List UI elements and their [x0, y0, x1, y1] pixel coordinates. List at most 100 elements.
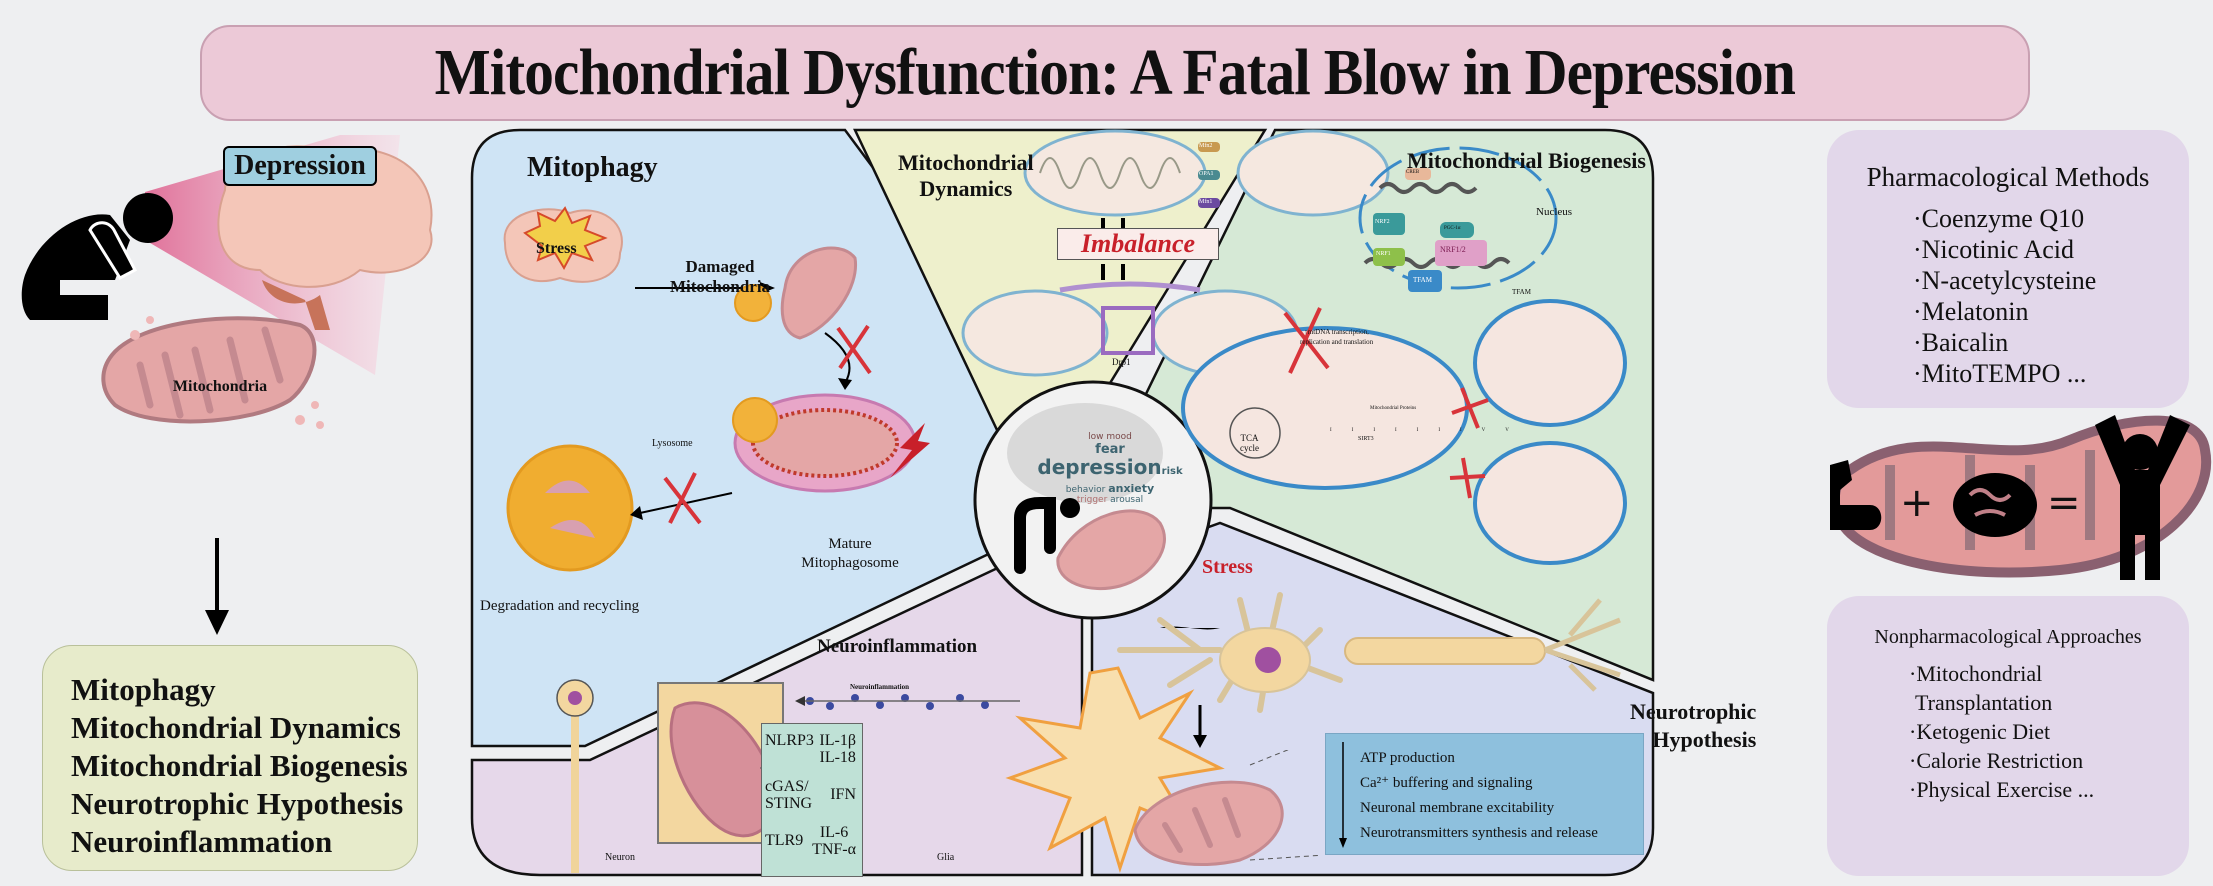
damaged-mito-arrow-label: Damaged Mitochondria — [660, 257, 780, 297]
tca-line: cycle — [1240, 443, 1259, 453]
mitophagosome-label-line: Mitophagosome — [801, 555, 899, 571]
degradation-lysosome-icon — [506, 444, 634, 572]
mitochondria-label: Mitochondria — [172, 378, 268, 395]
neurotrophic-title: Neurotrophic Hypothesis — [1630, 698, 1756, 754]
word: fear — [1095, 442, 1125, 457]
imbalance-box: Imbalance — [1057, 228, 1219, 260]
effect-item: Ca²⁺ buffering and signaling — [1360, 775, 1533, 791]
nonpharmacological-box: Nonpharmacological Approaches ·Mitochond… — [1827, 596, 2189, 876]
pathway-output: TNF-α — [812, 841, 856, 858]
fission-mitochondrion-left — [961, 289, 1109, 377]
pathway-sensor: NLRP3 — [765, 732, 814, 749]
mtdna-note-line: replication and translation — [1300, 338, 1374, 346]
mechanism-item: Mitochondrial Biogenesis — [71, 748, 408, 783]
lysosome-label: Lysosome — [652, 438, 693, 449]
daughter-mitochondrion-2 — [1473, 441, 1627, 565]
complex-i: I — [1330, 428, 1352, 433]
effect-item: Neuronal membrane excitability — [1360, 800, 1555, 816]
mfn2-protein — [1198, 142, 1220, 152]
down-arrow-icon — [1339, 742, 1347, 848]
stress-brain-icon — [503, 206, 623, 283]
nrf2-label: NRF2 — [1375, 219, 1390, 225]
arrow-label-line: Damaged — [685, 257, 755, 276]
depression-label-box: Depression — [223, 146, 377, 186]
mechanisms-box: Mitophagy Mitochondrial Dynamics Mitocho… — [42, 645, 418, 871]
damaged-mitochondrion-icon — [101, 316, 324, 429]
biogenesis-mitochondrion — [1181, 326, 1469, 490]
degradation-label: Degradation and recycling — [480, 598, 640, 614]
nrf1-label: NRF1 — [1376, 251, 1391, 257]
nucleus-icon — [1358, 146, 1558, 290]
mfn1-protein — [1198, 198, 1220, 208]
creb-label: CREB — [1406, 170, 1420, 175]
neurotrophic-effects-box: ATP production Ca²⁺ buffering and signal… — [1325, 733, 1644, 855]
biogenesis-title: Mitochondrial Biogenesis — [1407, 148, 1646, 173]
damaged-mito-icon — [780, 246, 858, 340]
x-mark-icon — [836, 324, 872, 375]
title-banner: Mitochondrial Dysfunction: A Fatal Blow … — [200, 25, 2030, 121]
neurotrophic-title-line: Neurotrophic — [1630, 699, 1757, 724]
nucleus-label: Nucleus — [1536, 206, 1573, 218]
word-cloud: low mood fear depressionrisk behavior an… — [1030, 432, 1190, 505]
neurotrophic-neuron-icon — [1117, 592, 1621, 748]
stress-label: Stress — [536, 240, 577, 257]
word: depression — [1037, 455, 1162, 479]
daughter-mitochondrion-1 — [1473, 299, 1627, 427]
equals-sign: = — [2047, 480, 2081, 526]
complexes-label: IIIIIIIVV — [1330, 428, 1529, 433]
bent-person-icon — [1014, 497, 1056, 574]
neurotrophic-mitochondrion-icon — [1133, 750, 1320, 866]
effect-item: Neurotransmitters synthesis and release — [1360, 825, 1598, 841]
pharma-item: ·Nicotinic Acid — [1913, 235, 2075, 264]
pharmacological-title: Pharmacological Methods — [1866, 162, 2150, 192]
pharma-item: ·Melatonin — [1913, 297, 2029, 326]
pharma-item: ·Baicalin — [1913, 328, 2009, 357]
pathway-output: IFN — [830, 786, 856, 803]
nonpharma-item: ·Calorie Restriction — [1909, 748, 2084, 773]
nonpharmacological-title: Nonpharmacological Approaches — [1874, 626, 2142, 648]
plus-sign: + — [1900, 480, 1934, 526]
neuron-label: Neuron — [605, 852, 635, 863]
nonpharma-item: Transplantation — [1915, 690, 2053, 715]
healthy-equation-graphic — [1830, 415, 2212, 580]
effect-item: ATP production — [1360, 750, 1455, 766]
drp1-ring — [1101, 306, 1155, 355]
neurotrophic-stress-label: Stress — [1202, 556, 1253, 578]
pharmacological-box: Pharmacological Methods ·Coenzyme Q10 ·N… — [1827, 130, 2189, 408]
imbalance-label: Imbalance — [1080, 229, 1196, 258]
lysosome-icon — [734, 284, 772, 322]
pathway-output: IL-6 — [819, 824, 849, 841]
pharma-item: ·N-acetylcysteine — [1913, 266, 2097, 295]
word: behavior — [1065, 485, 1106, 495]
tfam-target-label: TFAM — [1512, 288, 1531, 296]
complex-ii: II — [1351, 428, 1396, 433]
mtdna-note: ↑mtDNA transcription, replication and tr… — [1300, 327, 1373, 347]
sirt3-label: SIRT3 — [1358, 436, 1374, 442]
tca-cycle-label: TCA cycle — [1240, 433, 1259, 453]
neuron-mitochondrion — [669, 701, 778, 838]
dynamics-title-line: Mitochondrial — [898, 150, 1034, 175]
word: arousal — [1110, 495, 1144, 505]
opa1-label: OPA1 — [1199, 171, 1214, 177]
tca-line: TCA — [1240, 433, 1259, 443]
word: risk — [1161, 466, 1183, 477]
mitophagosome-label: Mature Mitophagosome — [790, 535, 910, 573]
lysosome-icon — [732, 397, 778, 443]
center-mitochondrion-icon — [1056, 509, 1166, 591]
mechanism-item: Mitophagy — [71, 672, 216, 707]
glia-neuroinflammation-label: Neuroinflammation — [850, 683, 909, 691]
mitophagy-title: Mitophagy — [527, 152, 658, 183]
sad-person-icon — [21, 193, 173, 320]
arrow-label-line: Mitochondria — [669, 277, 771, 296]
dynamics-title-line: Dynamics — [919, 176, 1013, 201]
left-flow-graphic — [21, 135, 433, 635]
word-depression: depressionrisk — [1030, 457, 1190, 482]
page-title: Mitochondrial Dysfunction: A Fatal Blow … — [434, 36, 1796, 109]
pathway-output: IL-18 — [819, 749, 856, 766]
word-cloud-head — [1007, 403, 1163, 503]
pathway-output: IL-1β — [819, 732, 856, 749]
mito-proteins-label: Mitochondrial Proteins — [1370, 406, 1417, 411]
nonpharma-item: ·Ketogenic Diet — [1909, 719, 2051, 744]
